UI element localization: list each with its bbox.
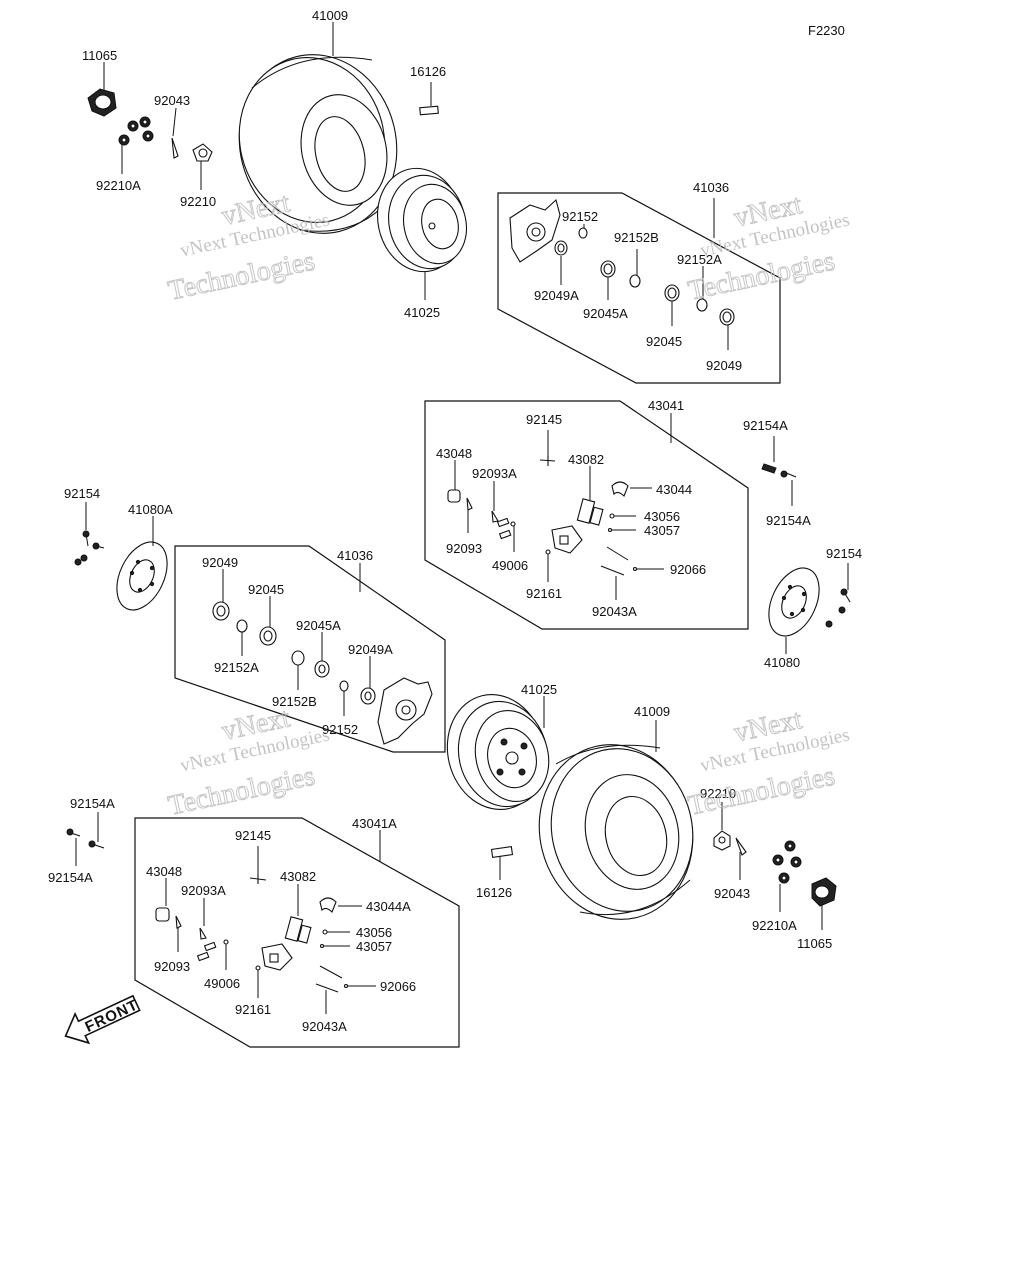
label-16126-top: 16126 [410, 64, 446, 79]
hub-top-right[interactable] [509, 198, 561, 263]
label-92152-left: 92152 [322, 722, 358, 737]
label-41009-top: 41009 [312, 8, 348, 23]
label-92066-left: 92066 [380, 979, 416, 994]
label-92152B-top: 92152B [614, 230, 659, 245]
front-label: FRONT [83, 996, 142, 1035]
label-43056-right: 43056 [644, 509, 680, 524]
label-49006-left: 49006 [204, 976, 240, 991]
label-92154A-left-top: 92154A [70, 796, 115, 811]
label-92049-left: 92049 [202, 555, 238, 570]
label-43057-right: 43057 [644, 523, 680, 538]
label-92045-left: 92045 [248, 582, 284, 597]
label-41009-bottom: 41009 [634, 704, 670, 719]
label-92093A-left: 92093A [181, 883, 226, 898]
label-43041A: 43041A [352, 816, 397, 831]
label-92043A-left: 92043A [302, 1019, 347, 1034]
label-41025-top: 41025 [404, 305, 440, 320]
label-92210A-top: 92210A [96, 178, 141, 193]
label-92152-top: 92152 [562, 209, 598, 224]
label-92145-right: 92145 [526, 412, 562, 427]
label-92152A-top: 92152A [677, 252, 722, 267]
label-16126-bottom: 16126 [476, 885, 512, 900]
watermark-mid-left: vNext Technologies vNext Technologies [165, 702, 331, 822]
label-92093-right: 92093 [446, 541, 482, 556]
caliper-group-box-left [134, 817, 460, 1048]
label-92043A-right: 92043A [592, 604, 637, 619]
label-92161-left: 92161 [235, 1002, 271, 1017]
label-92154A-left-bottom: 92154A [48, 870, 93, 885]
hub-cap-nut-bottom[interactable] [811, 877, 837, 907]
label-41080A-left: 41080A [128, 502, 173, 517]
label-43057-left: 43057 [356, 939, 392, 954]
hub-group-box-top-right [497, 192, 781, 384]
label-92154-right: 92154 [826, 546, 862, 561]
label-92210A-bottom: 92210A [752, 918, 797, 933]
label-92066-right: 92066 [670, 562, 706, 577]
cotter-pin-top-left[interactable] [171, 137, 179, 159]
label-92152A-left: 92152A [214, 660, 259, 675]
hub-group-box-left [174, 545, 446, 753]
label-92045A-top: 92045A [583, 306, 628, 321]
tire-bottom-right[interactable] [521, 728, 711, 936]
label-92043-bottom: 92043 [714, 886, 750, 901]
label-41036-top: 41036 [693, 180, 729, 195]
caliper-parts-left[interactable] [155, 874, 343, 993]
watermark-mid-right: vNext Technologies vNext Technologies [685, 704, 851, 823]
label-92093A-right: 92093A [472, 466, 517, 481]
front-direction-arrow: FRONT [64, 994, 142, 1045]
label-92210-bottom: 92210 [700, 786, 736, 801]
label-43044A-left: 43044A [366, 899, 411, 914]
label-92049-top: 92049 [706, 358, 742, 373]
label-92161-right: 92161 [526, 586, 562, 601]
tire-top-left[interactable] [221, 38, 416, 250]
diagram-code: F2230 [808, 23, 845, 38]
label-92045-top: 92045 [646, 334, 682, 349]
bearing-set-top-right[interactable] [554, 227, 735, 326]
label-92049A-top: 92049A [534, 288, 579, 303]
label-92145-left: 92145 [235, 828, 271, 843]
label-43048-right: 43048 [436, 446, 472, 461]
label-92043-top: 92043 [154, 93, 190, 108]
label-43082-right: 43082 [568, 452, 604, 467]
hub-cap-nut-top-left[interactable] [87, 88, 117, 117]
brake-disc-left[interactable] [107, 534, 177, 618]
brake-disc-right[interactable] [759, 560, 829, 644]
caliper-group-box-right [424, 400, 749, 630]
label-92154A-right-top: 92154A [743, 418, 788, 433]
bolts-bottom-left[interactable] [66, 828, 105, 849]
rim-top[interactable] [368, 160, 474, 279]
label-43048-left: 43048 [146, 864, 182, 879]
castle-nut-top-left[interactable] [192, 143, 213, 162]
label-43056-left: 43056 [356, 925, 392, 940]
label-92210-top: 92210 [180, 194, 216, 209]
label-92154A-right-bottom: 92154A [766, 513, 811, 528]
lug-nuts-top-left[interactable] [118, 116, 154, 146]
label-41025-bottom: 41025 [521, 682, 557, 697]
rim-bottom[interactable] [435, 684, 558, 820]
label-43041: 43041 [648, 398, 684, 413]
label-43044-right: 43044 [656, 482, 692, 497]
hub-left[interactable] [377, 677, 433, 745]
valve-stem-top[interactable] [419, 105, 439, 116]
valve-stem-bottom[interactable] [490, 846, 514, 858]
label-43082-left: 43082 [280, 869, 316, 884]
castle-nut-bottom[interactable] [713, 830, 731, 851]
label-11065-bottom: 11065 [797, 936, 832, 951]
bolts-left[interactable] [74, 530, 105, 566]
cotter-pin-bottom[interactable] [735, 837, 747, 856]
label-41080-right: 41080 [764, 655, 800, 670]
label-92093-left: 92093 [154, 959, 190, 974]
label-92154-left: 92154 [64, 486, 100, 501]
label-92049A-left: 92049A [348, 642, 393, 657]
label-11065-top: 11065 [82, 48, 117, 63]
watermark-top-right: vNext Technologies vNext Technologies [685, 189, 851, 308]
label-41036-left: 41036 [337, 548, 373, 563]
caliper-parts-right[interactable] [447, 456, 629, 576]
bolts-right[interactable] [761, 463, 851, 628]
label-92045A-left: 92045A [296, 618, 341, 633]
label-49006-right: 49006 [492, 558, 528, 573]
label-92152B-left: 92152B [272, 694, 317, 709]
lug-nuts-bottom[interactable] [772, 840, 802, 884]
